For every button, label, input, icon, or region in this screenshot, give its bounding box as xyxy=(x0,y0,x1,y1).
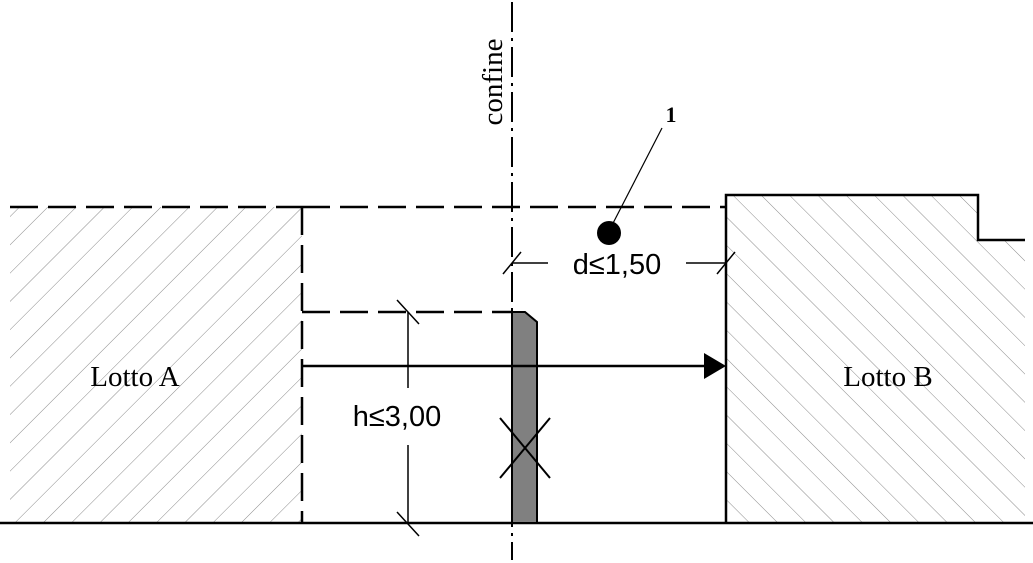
callout-marker: 1 xyxy=(597,102,677,245)
height-dimension: h≤3,00 xyxy=(353,299,442,537)
lot-a-building xyxy=(10,205,304,523)
arrow-head-icon xyxy=(704,353,726,379)
callout-number: 1 xyxy=(666,102,677,127)
boundary-label: confine xyxy=(477,39,509,126)
lot-b-label: Lotto B xyxy=(843,361,932,393)
distance-label: d≤1,50 xyxy=(573,249,662,281)
height-label: h≤3,00 xyxy=(353,401,442,433)
cross-mark-icon xyxy=(499,417,551,479)
distance-dimension: d≤1,50 xyxy=(502,249,736,281)
lot-a-label: Lotto A xyxy=(90,361,179,393)
horizontal-arrow xyxy=(302,353,726,379)
boundary-wall xyxy=(511,311,538,524)
lot-b-building xyxy=(724,193,1025,523)
callout-dot-icon xyxy=(597,221,621,245)
